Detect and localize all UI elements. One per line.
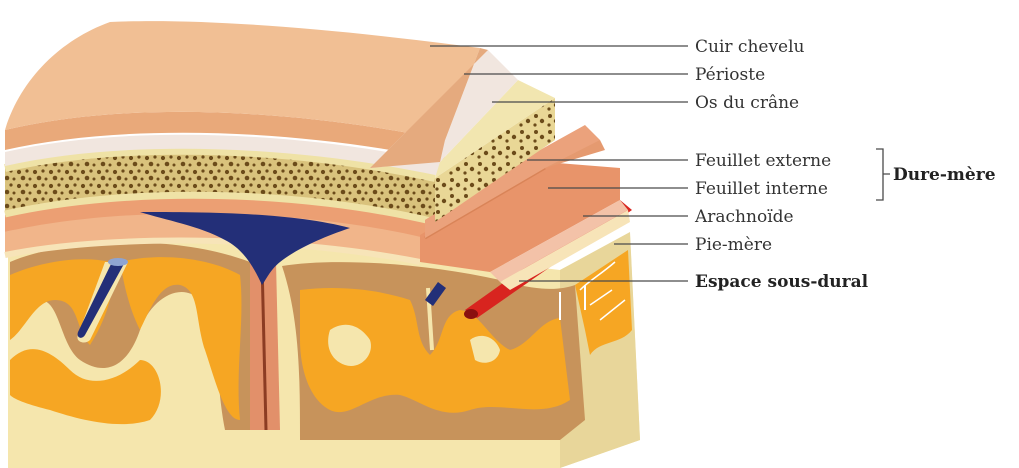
label-scalp: Cuir chevelu (695, 37, 805, 57)
vein-left-cap (108, 258, 128, 266)
label-outer-layer: Feuillet externe (695, 151, 831, 171)
label-skull: Os du crâne (695, 93, 799, 113)
label-arachnoid: Arachnoïde (694, 207, 794, 227)
artery-cap (464, 309, 478, 319)
label-pia-mater: Pie-mère (695, 235, 772, 255)
label-subdural-space: Espace sous-dural (695, 272, 869, 292)
label-periosteum: Périoste (695, 65, 765, 85)
label-dura-mater: Dure-mère (893, 165, 996, 185)
labels: Cuir chevelu Périoste Os du crâne Feuill… (694, 37, 996, 292)
dura-bracket (876, 149, 890, 200)
label-inner-layer: Feuillet interne (695, 179, 828, 199)
